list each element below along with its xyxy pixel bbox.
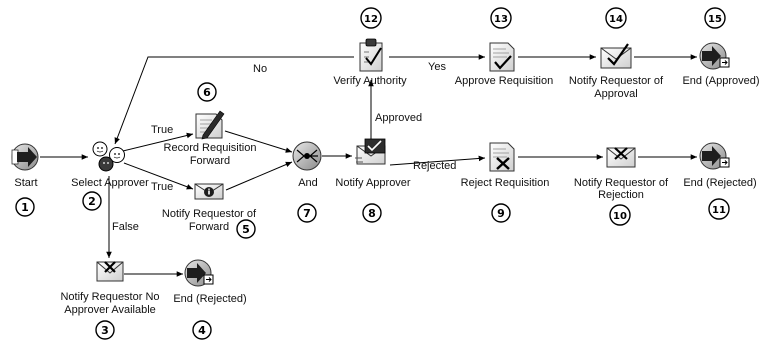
- step-number-13: 13: [494, 14, 508, 25]
- end-icon: [184, 259, 214, 287]
- step-number-5: 5: [242, 223, 250, 236]
- edge-label-rejected: Rejected: [413, 160, 456, 172]
- step-number-14: 14: [609, 14, 623, 25]
- envelope-info-icon: [194, 183, 224, 200]
- node-label-notify-no-approver-2: Approver Available: [64, 304, 156, 316]
- edge-label-true-record: True: [151, 124, 173, 136]
- step-number-11: 11: [712, 205, 726, 216]
- step-number-badge: [490, 7, 512, 29]
- step-number-12: 12: [364, 14, 378, 25]
- step-number-badge: [609, 204, 631, 226]
- node-label-reject-requisition: Reject Requisition: [461, 177, 550, 189]
- clipboard-check-icon: [359, 38, 383, 72]
- step-number-6: 6: [203, 86, 211, 99]
- end-icon: [699, 42, 730, 70]
- end-icon: [699, 142, 730, 170]
- node-reject-requisition[interactable]: Reject Requisition 9: [461, 142, 550, 223]
- node-end-rejected-no-approver[interactable]: End (Rejected) 4: [173, 259, 247, 340]
- edges: [40, 54, 697, 277]
- step-number-4: 4: [198, 324, 206, 337]
- envelope-check-icon: [600, 43, 632, 69]
- edge-verify-no-loop: [114, 56, 354, 145]
- node-record-forward[interactable]: Record Requisition Forward 6: [164, 82, 257, 167]
- step-number-badge: [605, 7, 627, 29]
- edge-labels: No Yes True True False Approved Rejected: [112, 61, 456, 233]
- node-end-approved[interactable]: End (Approved) 15: [682, 7, 759, 87]
- step-number-badge: [362, 203, 382, 223]
- edge-select-record: [122, 132, 194, 152]
- node-label-notify-approval-1: Notify Requestor of: [569, 75, 664, 87]
- node-label-record-forward-1: Record Requisition: [164, 142, 257, 154]
- step-number-badge: [82, 191, 102, 211]
- node-select-approver[interactable]: Select Approver 2: [71, 141, 149, 211]
- node-start[interactable]: Start 1: [11, 143, 39, 217]
- node-notify-forward[interactable]: Notify Requestor of Forward 5: [162, 183, 257, 239]
- node-notify-approval[interactable]: Notify Requestor of Approval 14: [569, 7, 664, 100]
- document-pencil-icon: [195, 110, 225, 140]
- node-label-notify-forward-2: Forward: [189, 221, 229, 233]
- node-notify-rejection[interactable]: Notify Requestor of Rejection 10: [574, 147, 669, 226]
- node-label-notify-no-approver-1: Notify Requestor No: [60, 291, 159, 303]
- node-approve-requisition[interactable]: Approve Requisition 13: [455, 7, 553, 87]
- node-and[interactable]: And 7: [292, 141, 322, 223]
- edge-select-notify-forward: [123, 162, 194, 190]
- node-label-record-forward-2: Forward: [190, 155, 230, 167]
- start-icon: [11, 143, 39, 171]
- step-number-badge: [95, 320, 115, 340]
- step-number-badge: [197, 82, 217, 102]
- edge-label-approved: Approved: [375, 112, 422, 124]
- node-label-notify-approval-2: Approval: [594, 88, 637, 100]
- document-x-icon: [489, 142, 515, 172]
- step-number-badge: [236, 219, 256, 239]
- step-number-3: 3: [101, 324, 109, 337]
- node-label-end-approved: End (Approved): [682, 75, 759, 87]
- node-label-select-approver: Select Approver: [71, 177, 149, 189]
- envelope-x-icon: [606, 147, 636, 168]
- edge-label-true-notify: True: [151, 181, 173, 193]
- edge-notify-forward-and: [225, 161, 293, 191]
- node-label-start: Start: [14, 177, 37, 189]
- step-number-badge: [192, 320, 212, 340]
- node-label-notify-rejection-1: Notify Requestor of: [574, 177, 669, 189]
- people-icon: [92, 141, 125, 172]
- step-number-10: 10: [613, 211, 627, 222]
- node-label-notify-approver: Notify Approver: [335, 177, 411, 189]
- notify-approver-icon: [355, 138, 386, 165]
- node-label-end-rejected-4: End (Rejected): [173, 293, 246, 305]
- node-verify-authority[interactable]: Verify Authority 12: [333, 7, 407, 87]
- node-label-notify-rejection-2: Rejection: [598, 189, 644, 201]
- step-number-1: 1: [21, 201, 29, 214]
- step-number-7: 7: [303, 207, 311, 220]
- edge-notify-approver-reject: [389, 155, 486, 166]
- step-number-badge: [491, 203, 511, 223]
- step-number-15: 15: [708, 14, 722, 25]
- node-label-end-rejected-11: End (Rejected): [683, 177, 756, 189]
- step-number-badge: [708, 198, 730, 220]
- document-check-icon: [489, 42, 515, 72]
- step-number-9: 9: [497, 207, 505, 220]
- edge-record-and: [224, 130, 293, 153]
- step-number-badge: [704, 7, 726, 29]
- node-label-and: And: [298, 177, 318, 189]
- step-number-badge: [360, 7, 382, 29]
- node-notify-approver[interactable]: Notify Approver 8: [335, 138, 411, 223]
- and-join-icon: [292, 141, 322, 171]
- envelope-x-icon: [96, 261, 124, 282]
- edge-label-yes: Yes: [428, 61, 446, 73]
- node-label-notify-forward-1: Notify Requestor of: [162, 208, 257, 220]
- step-number-badge: [15, 197, 35, 217]
- step-number-2: 2: [88, 195, 96, 208]
- step-number-badge: [297, 203, 317, 223]
- edge-label-no: No: [253, 63, 267, 75]
- node-label-verify-authority: Verify Authority: [333, 75, 407, 87]
- node-notify-no-approver[interactable]: Notify Requestor No Approver Available 3: [60, 261, 160, 340]
- edge-label-false: False: [112, 221, 139, 233]
- node-end-rejected[interactable]: End (Rejected) 11: [683, 142, 757, 220]
- node-label-approve-requisition: Approve Requisition: [455, 75, 553, 87]
- step-number-8: 8: [368, 207, 376, 220]
